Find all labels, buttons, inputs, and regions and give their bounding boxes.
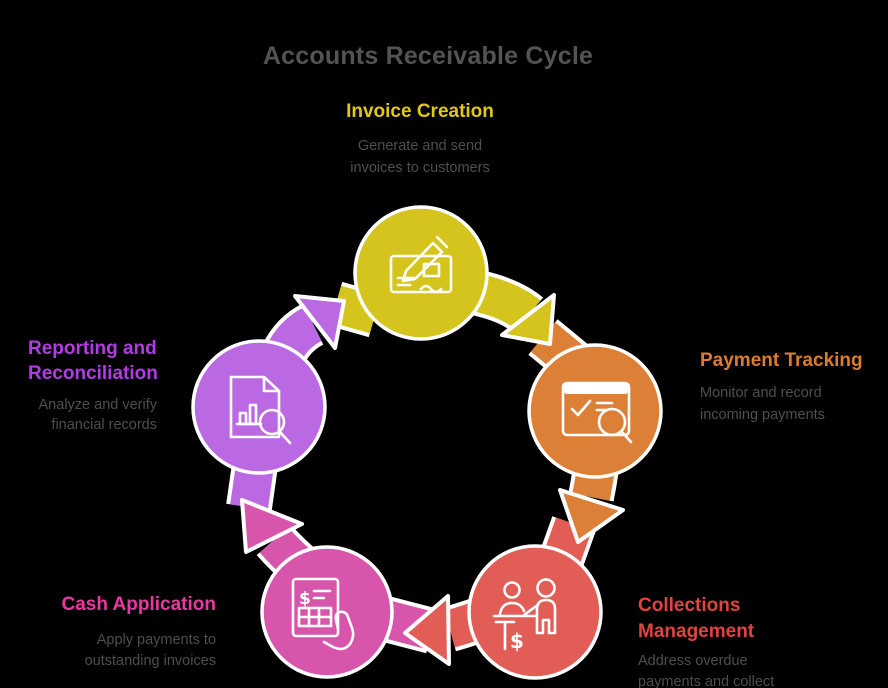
cash-application-description: Apply payments to outstanding invoices	[84, 632, 216, 669]
arrowhead	[240, 498, 304, 554]
dollar-sign: $	[299, 589, 311, 609]
payment-tracking-description: Monitor and record incoming payments	[700, 385, 825, 423]
collections-management-label: Collections Management	[638, 595, 755, 642]
payment-window-search-icon	[561, 381, 633, 444]
payment-tracking-label: Payment Tracking	[700, 350, 863, 371]
reporting-reconciliation-circle	[191, 339, 327, 475]
cash-application-circle	[260, 545, 394, 679]
arrowhead	[500, 293, 556, 346]
cheque-pen-icon	[389, 235, 453, 294]
cash-application-label: Cash Application	[61, 594, 216, 615]
reporting-reconciliation-label: Reporting and Reconciliation	[28, 338, 158, 384]
arrowhead	[558, 488, 625, 544]
arrowhead	[293, 294, 346, 350]
collections-management-circle	[467, 544, 603, 680]
invoice-creation-description: Generate and send invoices to customers	[350, 138, 490, 176]
invoice-creation-label: Invoice Creation	[346, 101, 494, 122]
page-title: Accounts Receivable Cycle	[262, 42, 594, 70]
people-payment-icon: $	[492, 578, 557, 653]
reporting-reconciliation-description: Analyze and verify financial records	[38, 397, 157, 433]
arrowhead	[403, 594, 451, 666]
payment-tracking-circle	[527, 343, 663, 479]
collections-management-description: Address overdue payments and collect	[638, 653, 775, 688]
hand-invoice-icon: $	[291, 577, 355, 651]
dollar-sign: $	[510, 629, 524, 653]
arrow-reporting-to-invoice	[262, 281, 382, 366]
report-search-icon	[229, 375, 292, 445]
